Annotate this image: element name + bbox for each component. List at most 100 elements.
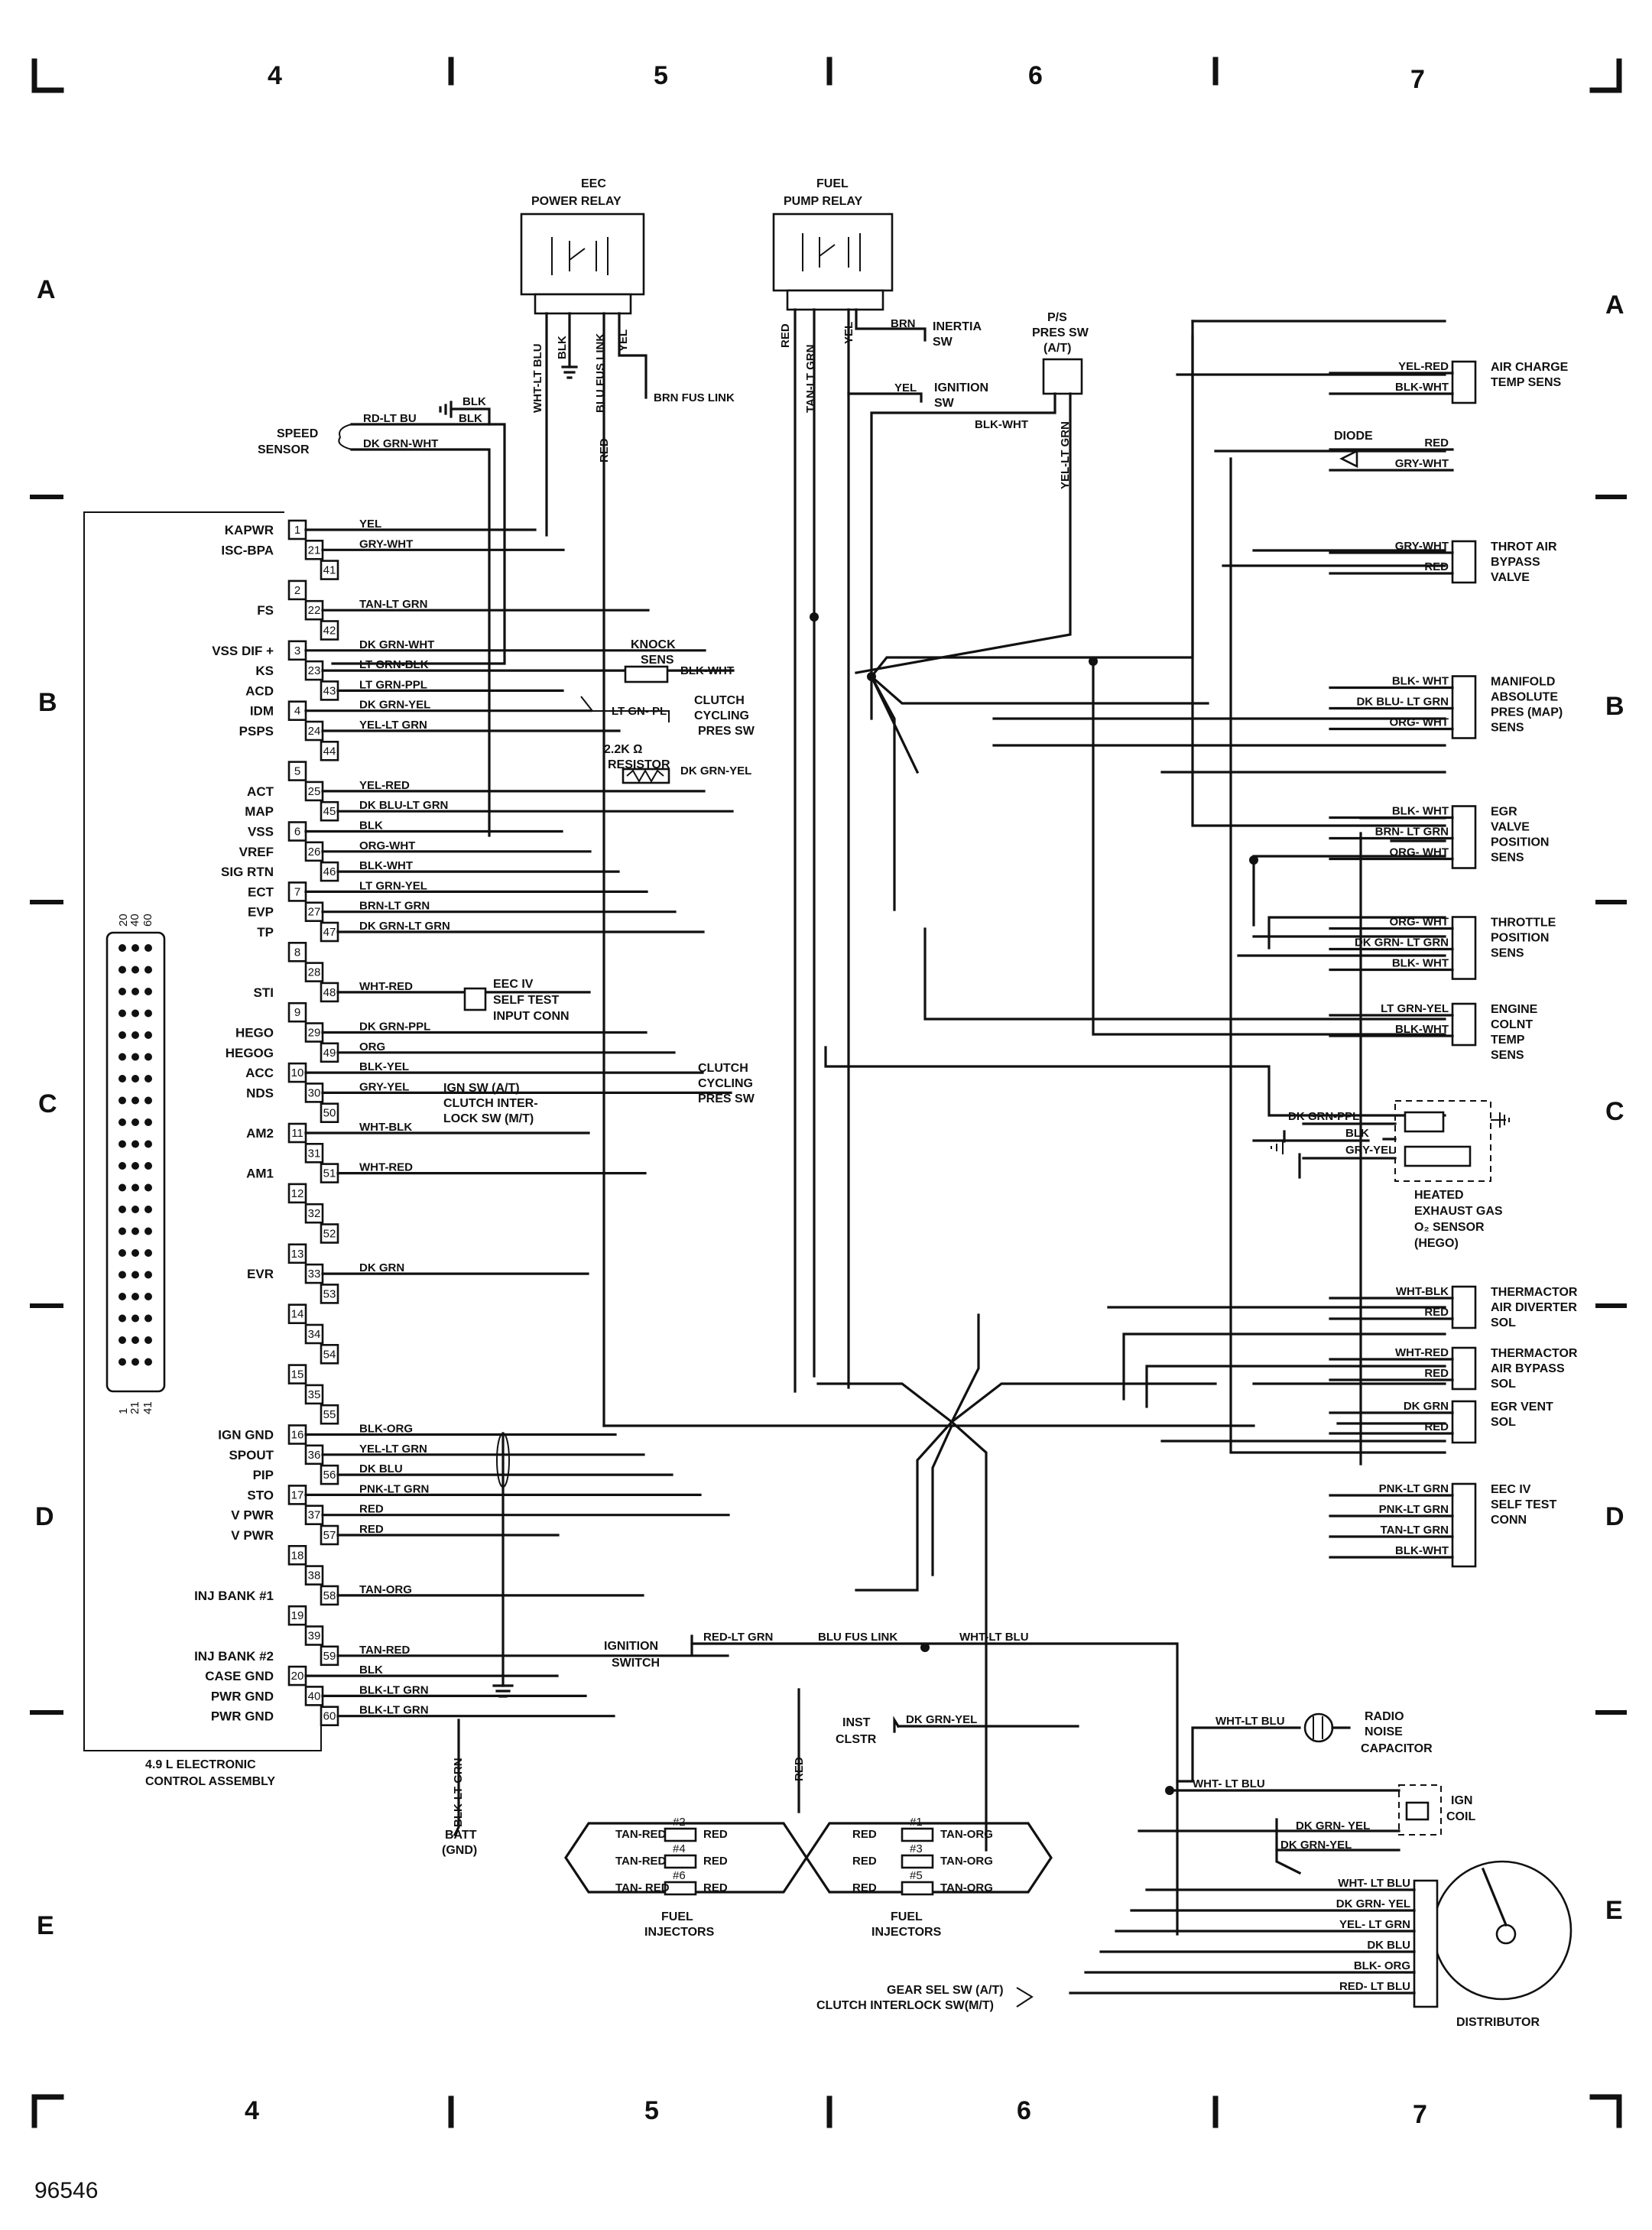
connector-pin bbox=[118, 988, 126, 995]
injector-number: #4 bbox=[673, 1842, 686, 1855]
ecu-assembly: 4.9 L ELECTRONIC CONTROL ASSEMBLY 121412… bbox=[83, 511, 450, 1788]
ecu-wire-color: GRY-WHT bbox=[359, 537, 413, 550]
comp-name: IGN SW (A/T) bbox=[443, 1082, 520, 1095]
ecu-pin-box bbox=[304, 1143, 324, 1164]
switch-name: SW bbox=[933, 336, 953, 349]
distributor-wire-color: DK GRN- YEL bbox=[1336, 1897, 1410, 1910]
connector-pin bbox=[144, 1314, 152, 1323]
ecu-signal-name: AM1 bbox=[246, 1167, 274, 1181]
injector-number: #5 bbox=[910, 1869, 923, 1882]
ecu-signal-name: EVP bbox=[248, 905, 274, 920]
component-wire-color: RED bbox=[1424, 1367, 1449, 1380]
ecu-pin-box bbox=[287, 1545, 307, 1566]
component-name: EGR VENT bbox=[1491, 1401, 1553, 1414]
wire-label: RD-LT BU bbox=[363, 412, 417, 425]
comp-name: 2.2K Ω bbox=[604, 743, 643, 756]
ecu-signal-name: VSS bbox=[248, 825, 274, 839]
ecu-pin-number: 20 bbox=[291, 1670, 304, 1683]
ecu-pin-number: 7 bbox=[294, 885, 300, 898]
ecu-signal-name: FS bbox=[257, 603, 274, 618]
ecu-signal-name: ISC-BPA bbox=[221, 543, 274, 557]
connector-pin bbox=[118, 1075, 126, 1083]
comp-name: FUEL bbox=[661, 1910, 693, 1923]
switch-name: SW bbox=[934, 397, 955, 410]
component-wire-color: BLK-WHT bbox=[1395, 1544, 1449, 1557]
connector-pin bbox=[144, 1249, 152, 1257]
injector-wire: TAN-ORG bbox=[940, 1881, 993, 1894]
ecu-wire-color: DK GRN-PPL bbox=[359, 1021, 430, 1034]
connector-pin bbox=[118, 1271, 126, 1279]
ecu-pin-number: 52 bbox=[323, 1228, 336, 1241]
sensor-name: SPEED bbox=[277, 427, 318, 440]
ecu-signal-name: VSS DIF + bbox=[212, 644, 274, 658]
sensor-name: SENSOR bbox=[258, 443, 310, 456]
splice-nodes bbox=[810, 612, 1258, 1795]
comp-name: SENS bbox=[641, 654, 674, 667]
wire-label: BLU FUS LINK bbox=[818, 1631, 897, 1644]
wire-label: BRN FUS LINK bbox=[654, 391, 735, 404]
ecu-signal-name: KS bbox=[255, 664, 274, 678]
comp-name: CYCLING bbox=[694, 709, 749, 722]
wire-label: BLK bbox=[556, 336, 569, 359]
ecu-pin-number: 3 bbox=[294, 644, 300, 657]
radio-noise-capacitor: WHT-LT BLU RADIO NOISE CAPACITOR bbox=[1176, 1710, 1433, 1783]
connector-pin bbox=[118, 1358, 126, 1366]
ecu-pin-number: 5 bbox=[294, 765, 300, 778]
ecu-pin-box bbox=[304, 1203, 324, 1224]
injector bbox=[664, 1854, 697, 1869]
connector-box bbox=[1451, 360, 1477, 404]
col-label: 4 bbox=[268, 61, 282, 90]
component-name: VALVE bbox=[1491, 821, 1530, 834]
ecu-signal-name: PWR GND bbox=[211, 1709, 274, 1724]
connector-pin bbox=[131, 1162, 139, 1170]
ps-switch-name: P/S bbox=[1047, 311, 1067, 324]
hego-sensor-drawing bbox=[1252, 1100, 1510, 1182]
component-wire-color: BLK bbox=[1345, 1127, 1369, 1140]
ecu-pin-box bbox=[304, 1323, 324, 1345]
col-label: 5 bbox=[654, 61, 668, 90]
component-name: ENGINE bbox=[1491, 1003, 1538, 1016]
connector-pin bbox=[131, 1118, 139, 1126]
connector-pin bbox=[144, 1140, 152, 1148]
row-label: E bbox=[1605, 1896, 1623, 1925]
ignition-coil: IGN COIL WHT- LT BLU DK GRN- YEL DK GRN-… bbox=[1138, 1777, 1475, 1875]
ecu-signal-name: PSPS bbox=[239, 724, 274, 738]
battery-ground: BLK-LT GRN BATT (GND) bbox=[442, 1432, 514, 1857]
injector bbox=[664, 1827, 697, 1842]
distributor-wire-color: YEL- LT GRN bbox=[1339, 1918, 1410, 1931]
connector-pin bbox=[131, 1249, 139, 1257]
component-name: MANIFOLD bbox=[1491, 676, 1555, 689]
connector-pin bbox=[144, 1293, 152, 1300]
ecu-pin-number: 55 bbox=[323, 1408, 336, 1421]
ecu-pin-number: 53 bbox=[323, 1287, 336, 1300]
ecu-pin-number: 30 bbox=[308, 1086, 321, 1099]
relay-name: EEC bbox=[581, 177, 606, 190]
component-name: THROTTLE bbox=[1491, 917, 1556, 930]
injector-wire: TAN-RED bbox=[615, 1855, 667, 1868]
wire-label: YEL bbox=[894, 381, 917, 394]
ecu-pin-box bbox=[287, 761, 307, 781]
ecu-pin-box bbox=[320, 1344, 339, 1365]
fuel-pump-relay: FUEL PUMP RELAY RED TAN-LT GRN YEL bbox=[772, 177, 894, 413]
comp-name: SWITCH bbox=[612, 1657, 660, 1670]
component-wire-color: ORG- WHT bbox=[1390, 716, 1449, 729]
ecu-pin-number: 16 bbox=[291, 1429, 304, 1442]
injector-wire: RED bbox=[852, 1881, 877, 1894]
connector-pin bbox=[144, 1336, 152, 1344]
ecu-pin-box bbox=[287, 1605, 307, 1626]
comp-name: PRES SW bbox=[698, 1092, 755, 1105]
component-name: POSITION bbox=[1491, 836, 1549, 849]
ecu-signal-name: PWR GND bbox=[211, 1689, 274, 1703]
connector-pin bbox=[118, 1336, 126, 1344]
connector-pin bbox=[118, 1118, 126, 1126]
row-label: D bbox=[35, 1502, 54, 1531]
col-label: 5 bbox=[644, 2096, 659, 2125]
injector bbox=[901, 1854, 934, 1869]
ecu-signal-name: PIP bbox=[253, 1468, 274, 1482]
ecu-signal-name: AM2 bbox=[246, 1126, 274, 1141]
injector-wire: RED bbox=[703, 1828, 728, 1841]
component-wire-color: RED bbox=[1424, 1306, 1449, 1319]
ecu-pin-number: 28 bbox=[308, 966, 321, 979]
